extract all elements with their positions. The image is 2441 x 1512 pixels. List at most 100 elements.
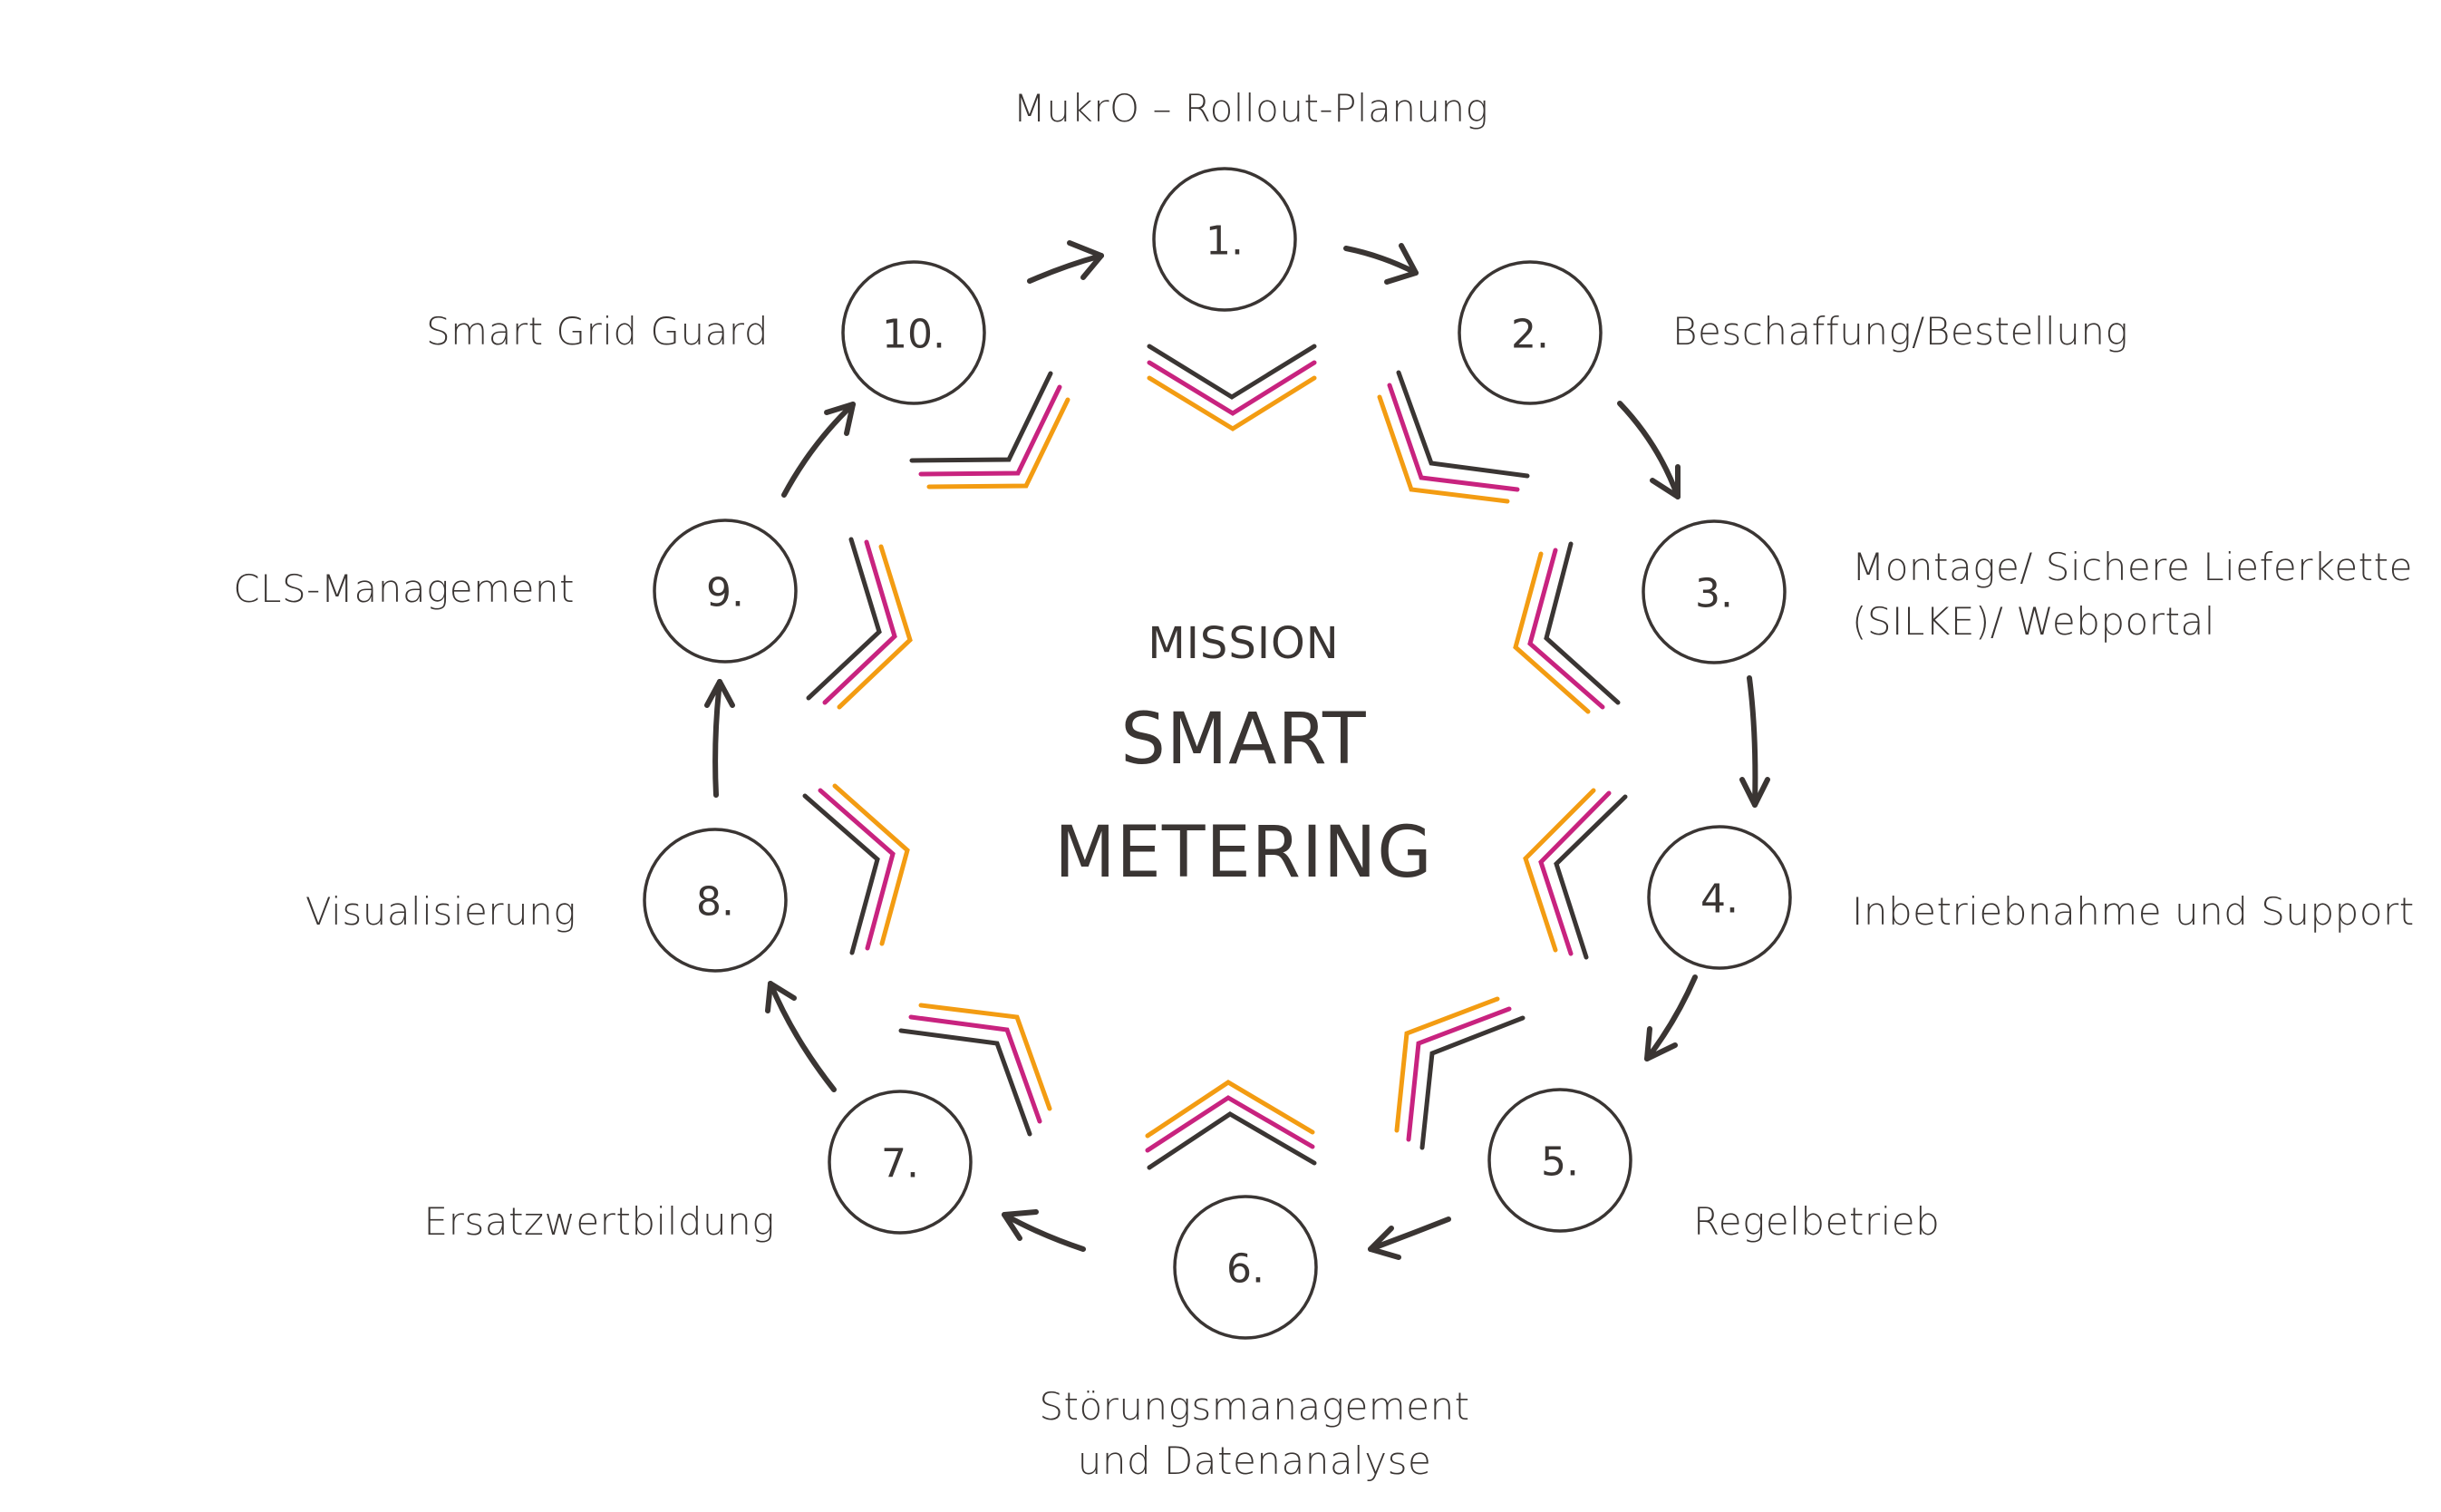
arrow-head-icon [824, 402, 856, 436]
chevron-magenta-line [1538, 790, 1612, 956]
step-labels: MukrO – Rollout-PlanungBeschaffung/Beste… [233, 86, 2414, 1483]
step-circle [828, 1090, 973, 1235]
step-label-9: CLS-Management [233, 567, 575, 611]
chevron-lower-right [1394, 996, 1526, 1150]
arrow-icon-7-to-8 [765, 981, 837, 1092]
chevron-dark-line [1554, 794, 1628, 960]
step-label-10: Smart Grid Guard [426, 309, 769, 354]
step-node-2[interactable]: 2. [1458, 260, 1603, 405]
chevron-dark-line [1419, 1015, 1526, 1150]
step-node-4[interactable]: 4. [1647, 825, 1792, 970]
center-title-metering: METERING [1054, 812, 1433, 894]
arrow-icon-10-to-1 [1027, 240, 1104, 284]
center-title-smart: SMART [1120, 699, 1366, 780]
chevron-magenta-line [1145, 1095, 1315, 1153]
chevron-magenta-line [1406, 1006, 1512, 1142]
arrow-icon-9-to-10 [781, 402, 856, 498]
chevron-orange-line [926, 397, 1070, 489]
arrow-head-icon [1067, 240, 1104, 280]
chevron-dark-line [898, 1028, 1032, 1137]
arrow-shaft [1617, 401, 1681, 499]
step-node-9[interactable]: 9. [653, 519, 798, 664]
arrow-head-icon [704, 679, 735, 708]
chevron-orange-line [837, 544, 913, 710]
arrow-icon-1-to-2 [1343, 243, 1419, 285]
arrow-head-icon [1644, 1026, 1678, 1061]
arrow-icon-4-to-5 [1644, 974, 1698, 1061]
step-number: 3. [1695, 571, 1733, 617]
chevron-dark-line [909, 371, 1053, 463]
step-label-8: Visualisierung [305, 889, 576, 934]
arrow-head-icon [1384, 243, 1419, 285]
arrow-icon-6-to-7 [1002, 1209, 1086, 1252]
arrow-icon-8-to-9 [704, 679, 735, 798]
arrow-shaft [1644, 974, 1698, 1061]
chevron-top [1147, 344, 1317, 431]
step-node-8[interactable]: 8. [643, 828, 788, 973]
step-node-6[interactable]: 6. [1173, 1195, 1318, 1340]
arrow-head-icon [1739, 777, 1770, 808]
arrow-shaft [1368, 1216, 1451, 1252]
step-label-line: Störungsmanagement [1039, 1384, 1469, 1429]
chevron-dark-line [806, 537, 882, 701]
chevron-dark-line [1147, 1111, 1317, 1170]
chevron-dark-line [1396, 370, 1530, 479]
step-label-5: Regelbetrieb [1693, 1199, 1940, 1244]
step-node-1[interactable]: 1. [1152, 167, 1297, 312]
chevron-decorations [802, 344, 1628, 1170]
chevron-left-upper [806, 537, 913, 710]
chevron-upper-left [909, 371, 1070, 489]
arrow-shaft [1027, 253, 1104, 284]
chevron-orange-line [1394, 996, 1500, 1133]
chevron-orange-line [832, 783, 910, 946]
arrow-shaft [781, 402, 856, 498]
step-number: 7. [881, 1141, 919, 1187]
step-circle [1647, 825, 1792, 970]
chevron-right-lower [1523, 788, 1628, 960]
chevron-magenta-line [1527, 548, 1605, 710]
arrow-shaft [768, 981, 837, 1092]
step-number: 2. [1511, 312, 1549, 358]
chevron-magenta-line [822, 539, 897, 705]
step-label-line: (SILKE)/ Webportal [1852, 599, 2215, 644]
chevron-dark-line [1147, 344, 1317, 400]
chevron-magenta-line [918, 384, 1062, 477]
center-title: MISSION SMART METERING [1054, 618, 1433, 894]
step-number: 6. [1226, 1246, 1264, 1293]
chevron-orange-line [1147, 375, 1317, 431]
step-number: 10. [882, 312, 945, 358]
chevron-upper-right [1377, 370, 1530, 504]
step-node-10[interactable]: 10. [841, 260, 986, 405]
step-label-3: Montage/ Sichere Lieferkette(SILKE)/ Web… [1852, 545, 2413, 644]
step-label-line: und Datenanalyse [1078, 1439, 1432, 1483]
chevron-right-upper [1513, 541, 1621, 714]
chevron-dark-line [1544, 541, 1621, 705]
step-number: 5. [1541, 1139, 1579, 1186]
step-node-5[interactable]: 5. [1487, 1088, 1632, 1233]
step-number: 9. [706, 570, 744, 616]
step-label-2: Beschaffung/Bestellung [1672, 309, 2128, 354]
chevron-orange-line [1145, 1080, 1315, 1139]
step-circle [1152, 167, 1297, 312]
arrow-head-icon [765, 981, 797, 1013]
arrow-shaft [1002, 1212, 1086, 1252]
arrow-head-icon [1650, 464, 1681, 499]
step-label-1: MukrO – Rollout-Planung [1013, 86, 1489, 131]
step-node-3[interactable]: 3. [1642, 519, 1787, 664]
arrow-shaft [712, 679, 722, 798]
step-circle [653, 519, 798, 664]
chevron-orange-line [1523, 788, 1596, 953]
chevron-magenta-line [1147, 360, 1317, 416]
step-circle [643, 828, 788, 973]
step-number: 8. [696, 879, 734, 926]
step-circle [841, 260, 986, 405]
arrow-icon-3-to-4 [1739, 675, 1770, 808]
step-circle [1487, 1088, 1632, 1233]
step-node-7[interactable]: 7. [828, 1090, 973, 1235]
chevron-bottom [1145, 1080, 1317, 1170]
step-number: 4. [1700, 877, 1739, 923]
chevron-orange-line [1513, 551, 1591, 714]
step-circle [1642, 519, 1787, 664]
arrow-icon-2-to-3 [1617, 401, 1681, 499]
step-label-7: Ersatzwertbildung [424, 1199, 775, 1244]
